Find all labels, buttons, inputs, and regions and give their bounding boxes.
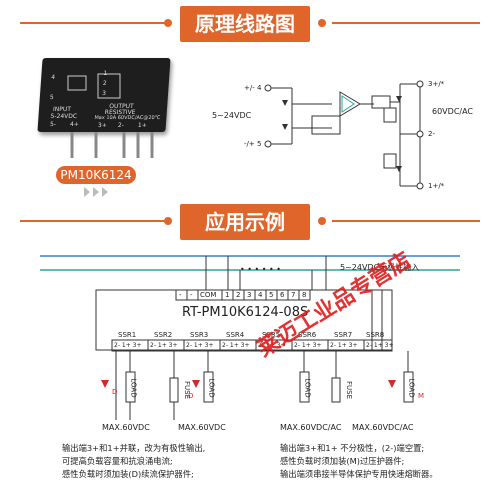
banner-dot-right xyxy=(318,19,326,27)
schematic-plus4: +/- 4 xyxy=(244,84,262,92)
application-banner: 应用示例 xyxy=(0,198,500,244)
input-pin-4: 4 xyxy=(258,291,263,299)
ssr-label-8: SSR8 xyxy=(366,331,385,339)
ssr-pins-7: 2- 1+ 3+ xyxy=(330,342,358,349)
fuse-label-2: FUSE xyxy=(345,380,354,400)
input-pin-2: 2 xyxy=(236,291,241,299)
ssr-label-7: SSR7 xyxy=(334,331,353,339)
ssr-pins-8: 2- 1+ 3+ xyxy=(366,342,394,349)
ssr-label-3: SSR3 xyxy=(190,331,209,339)
banner2-line-right xyxy=(332,220,480,222)
schematic-output-voltage: 60VDC/AC xyxy=(432,107,474,116)
max-label-3: MAX.60VDC/AC xyxy=(280,423,342,432)
input-pin-1: 1 xyxy=(225,291,230,299)
banner-dot-left xyxy=(164,19,172,27)
channel-dots: • • • • • • xyxy=(240,265,282,274)
input-pin-3: 3 xyxy=(247,291,252,299)
input-pin-minus-2: - xyxy=(190,291,193,299)
banner-line-left xyxy=(20,22,168,24)
banner2-dot-left xyxy=(164,217,172,225)
principle-banner: 原理线路图 xyxy=(0,0,500,46)
d-label-2: D xyxy=(188,392,194,400)
ssr-pins-4: 2- 1+ 3+ xyxy=(222,342,250,349)
input-pin-5: 5 xyxy=(269,291,274,299)
d-label-1: D xyxy=(112,388,118,396)
principle-title: 原理线路图 xyxy=(180,6,310,42)
tag-arrows xyxy=(84,187,108,197)
note-left-1: 输出端3+和1+并联，改为有极性输出, xyxy=(62,443,206,453)
schematic-out-plus3: 3+/* xyxy=(428,80,445,88)
model-tag: PM10K6124 xyxy=(56,166,136,184)
load-label-2: LOAD xyxy=(207,378,216,398)
banner-line-right xyxy=(332,22,480,24)
ssr-pins-5: 2- 1+ 3+ xyxy=(258,342,286,349)
ssr-pins-1: 2- 1+ 3+ xyxy=(114,342,142,349)
ssr-pins-6: 2- 1+ 3+ xyxy=(294,342,322,349)
note-right-1: 输出端3+和1+ 不分极性，(2-)端空置; xyxy=(280,443,425,453)
input-pin-minus-1: - xyxy=(179,291,182,299)
input-note: 5~24VDC无极性输入 xyxy=(340,263,420,272)
note-left-3: 感性负载时须加装(D)续流保护器件; xyxy=(62,469,194,479)
ssr-pins-3: 2- 1+ 3+ xyxy=(186,342,214,349)
note-right-2: 感性负载时须加装(M)过压护器件; xyxy=(280,456,405,466)
schematic-minus5: -/+ 5 xyxy=(244,140,262,148)
ssr-label-6: SSR6 xyxy=(298,331,317,339)
module-name: RT-PM10K6124-08S xyxy=(182,305,309,320)
ssr-label-4: SSR4 xyxy=(226,331,245,339)
input-pin-com: COM xyxy=(200,291,217,299)
banner2-line-left xyxy=(20,220,168,222)
banner2-dot-right xyxy=(318,217,326,225)
input-pin-8: 8 xyxy=(302,291,307,299)
m-label: M xyxy=(418,392,425,400)
max-label-1: MAX.60VDC xyxy=(102,423,150,432)
input-pin-7: 7 xyxy=(291,291,296,299)
schematic-out-plus1: 1+/* xyxy=(428,182,445,190)
ssr-label-5: SSR5 xyxy=(262,331,281,339)
input-pin-6: 6 xyxy=(280,291,285,299)
max-label-2: MAX.60VDC xyxy=(178,423,226,432)
note-right-3: 输出端须串接半导体保护专用快速熔断器。 xyxy=(280,469,438,479)
max-label-4: MAX.60VDC/AC xyxy=(352,423,414,432)
load-label-4: LOAD xyxy=(407,378,416,398)
ssr-pins-2: 2- 1+ 3+ xyxy=(150,342,178,349)
application-title: 应用示例 xyxy=(180,204,310,240)
note-left-2: 可提高负载容量和抗浪涌电流; xyxy=(62,456,173,466)
load-label-1: LOAD xyxy=(129,378,138,398)
schematic-out-minus2: 2- xyxy=(428,130,435,138)
ssr-label-2: SSR2 xyxy=(154,331,173,339)
ssr-label-1: SSR1 xyxy=(118,331,137,339)
load-label-3: LOAD xyxy=(303,378,312,398)
schematic-input-voltage: 5~24VDC xyxy=(212,111,252,120)
